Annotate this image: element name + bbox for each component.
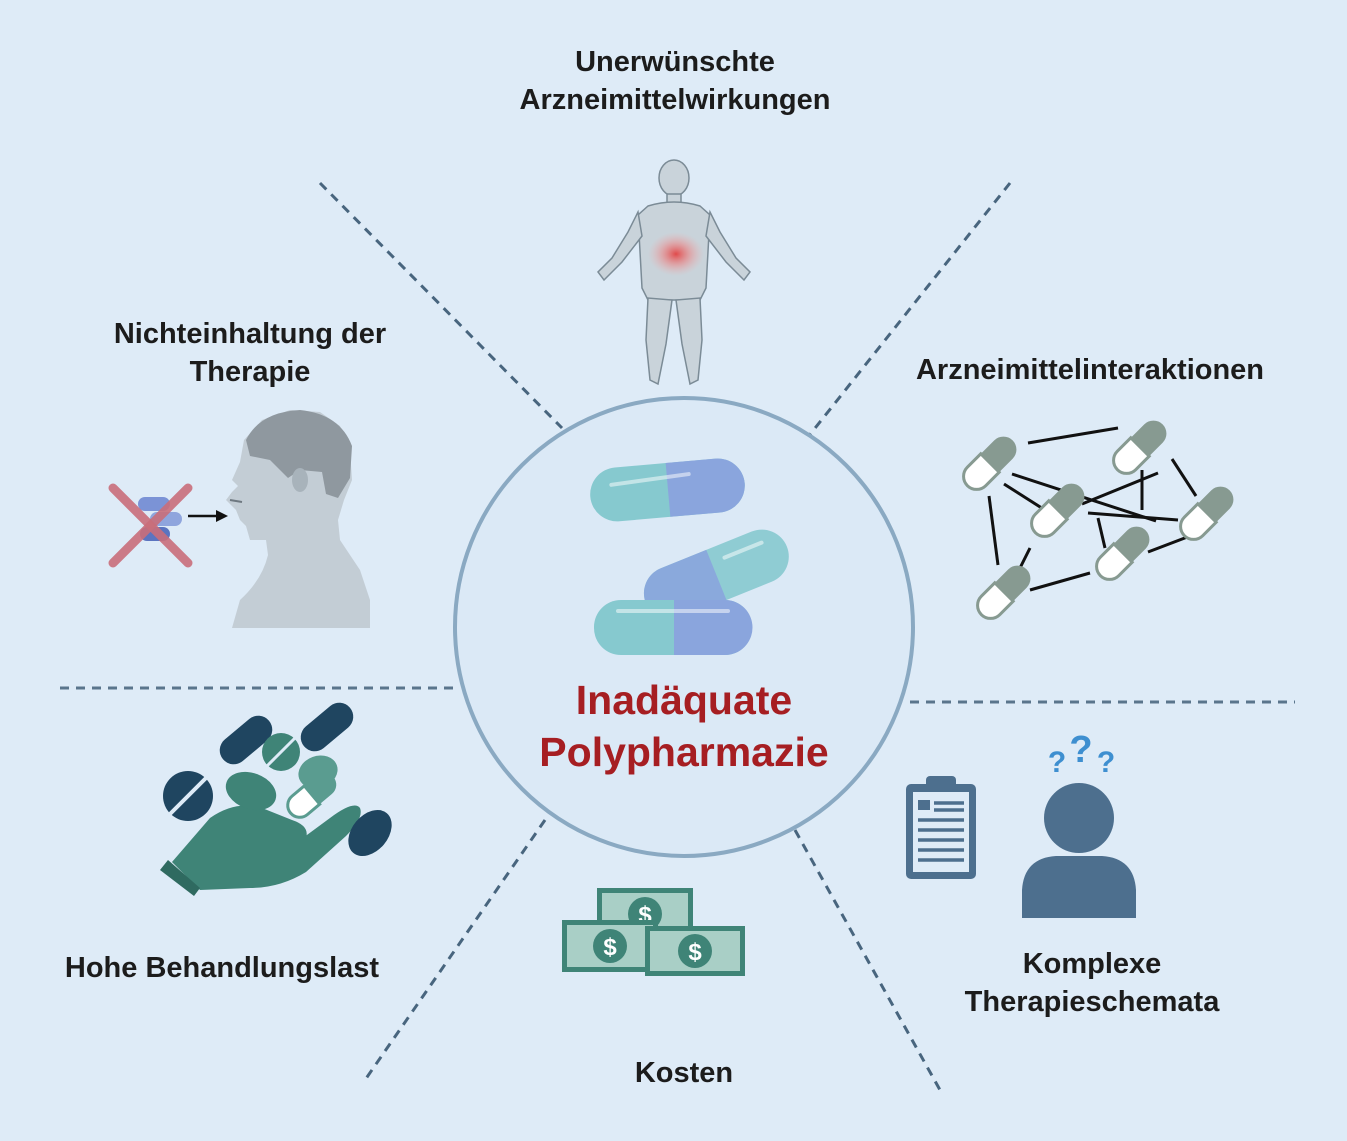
human-body-pain-icon: [597, 159, 751, 386]
divider-line-bottom-left: [363, 819, 547, 1081]
divider-lines: [60, 181, 1295, 1091]
divider-line-bottom-right: [793, 829, 942, 1091]
clipboard-icon: [906, 776, 976, 879]
center-title-line2: Polypharmazie: [539, 729, 829, 775]
network-pill-6: [976, 565, 1031, 620]
svg-text:$: $: [603, 934, 617, 961]
person-icon: [1022, 783, 1136, 918]
svg-text:?: ?: [1048, 746, 1066, 779]
network-pill-2: [1112, 420, 1167, 475]
center-title-line1: Inadäquate: [575, 677, 793, 723]
hand-pills-icon: [160, 702, 392, 896]
capsule-top: [590, 458, 745, 522]
question-marks-icon: ? ? ?: [1048, 729, 1115, 779]
pill-navy-2: [300, 702, 354, 752]
tablet-oval-1: [225, 771, 277, 811]
dollar-bill-right: $: [645, 926, 745, 976]
network-pill-3: [1030, 483, 1085, 538]
label-adverse-effects: Unerwünschte Arzneimittelwirkungen: [475, 43, 875, 119]
tablet-oval-3: [348, 809, 392, 857]
svg-text:$: $: [688, 939, 702, 966]
dollar-bill-left: $: [562, 920, 658, 972]
dollar-bills-icon: $ $ $: [562, 888, 745, 976]
label-complex-regimens: Komplexe Therapieschemata: [892, 945, 1292, 1021]
label-non-adherence-line2: Therapie: [189, 356, 311, 388]
label-complex-regimens-line2: Therapieschemata: [964, 986, 1220, 1018]
arrow-icon: [188, 510, 228, 522]
confused-person-clipboard-icon: ? ? ?: [906, 729, 1136, 918]
pill-navy-1: [219, 715, 273, 765]
label-costs-line1: Kosten: [634, 1057, 734, 1089]
divider-line-top-left: [318, 181, 564, 430]
label-interactions-line1: Arzneimittelinteraktionen: [915, 354, 1265, 386]
center-title: Inadäquate Polypharmazie: [484, 674, 884, 778]
label-non-adherence-line1: Nichteinhaltung der: [113, 318, 387, 350]
network-pill-4: [1179, 486, 1234, 541]
network-pill-1: [962, 436, 1017, 491]
capsule-outline: [286, 772, 337, 819]
tablet-round-2: [163, 771, 213, 821]
label-adverse-effects-line1: Unerwünschte: [575, 46, 775, 78]
capsules-icon: [590, 458, 789, 655]
network-links: [987, 426, 1198, 592]
network-pill-5: [1095, 526, 1150, 581]
svg-text:?: ?: [1069, 729, 1092, 771]
divider-line-top-right: [806, 182, 1012, 438]
refused-pill-head-icon: [108, 410, 370, 628]
svg-text:?: ?: [1097, 746, 1115, 779]
label-interactions: Arzneimittelinteraktionen: [880, 351, 1300, 389]
label-complex-regimens-line1: Komplexe: [1022, 948, 1162, 980]
tablet-round-1: [262, 733, 300, 771]
cross-icon: [108, 483, 193, 568]
label-treatment-burden-line1: Hohe Behandlungslast: [64, 952, 380, 984]
capsule-bottom: [594, 600, 753, 655]
pill-network-icon: [962, 420, 1234, 620]
label-non-adherence: Nichteinhaltung der Therapie: [55, 315, 445, 391]
label-adverse-effects-line2: Arzneimittelwirkungen: [519, 84, 831, 116]
label-treatment-burden: Hohe Behandlungslast: [22, 949, 422, 987]
label-costs: Kosten: [584, 1054, 784, 1092]
